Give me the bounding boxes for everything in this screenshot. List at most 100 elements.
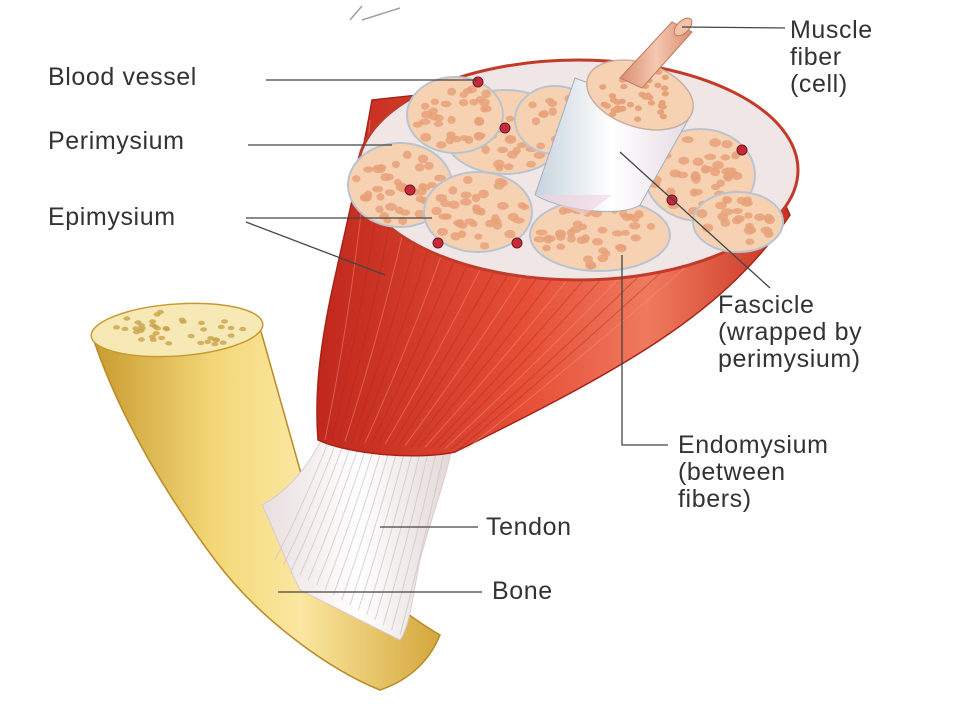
fiber-section — [448, 200, 460, 209]
fiber-section — [545, 235, 556, 242]
fiber-section — [437, 227, 449, 236]
fiber-section — [528, 101, 537, 109]
fiber-section — [440, 100, 452, 108]
fiber-section — [505, 115, 515, 122]
fiber-section — [611, 230, 624, 237]
fiber-section — [436, 141, 447, 149]
fiber-section — [646, 223, 656, 230]
bone-pore — [162, 326, 170, 331]
fiber-section — [380, 173, 392, 182]
fiber-section — [538, 110, 549, 118]
fiber-section — [506, 135, 515, 142]
fiber-section — [520, 203, 530, 211]
fiber-section — [616, 106, 625, 113]
fiber-section — [659, 113, 667, 120]
fiber-section — [428, 107, 438, 115]
blood-vessel — [432, 237, 444, 249]
fiber-section — [448, 186, 458, 195]
label-tendon: Tendon — [486, 513, 572, 541]
fiber-section — [582, 255, 594, 263]
fiber-section — [516, 142, 527, 149]
fiber-section — [535, 229, 548, 236]
fiber-section — [608, 93, 617, 99]
bone-pore — [198, 320, 205, 326]
fiber-section — [433, 114, 444, 122]
fiber-section — [661, 85, 669, 91]
fiber-section — [676, 171, 689, 179]
fiber-section — [438, 213, 450, 220]
label-muscle-fiber-line-2: fiber — [790, 43, 842, 71]
fiber-section — [479, 242, 490, 250]
fiber-section — [657, 103, 666, 109]
fiber-section — [661, 74, 669, 81]
fiber-section — [614, 244, 626, 251]
fiber-section — [556, 243, 566, 250]
fiber-section — [619, 209, 628, 218]
fiber-section — [440, 200, 452, 208]
fiber-section — [691, 188, 703, 196]
fiber-section — [363, 166, 374, 173]
fiber-section — [720, 154, 731, 161]
bone-pore — [132, 326, 140, 331]
fiber-section — [558, 206, 568, 215]
label-endomysium-line-1: Endomysium — [678, 431, 829, 459]
fiber-section — [460, 191, 472, 199]
fiber-section — [638, 91, 646, 98]
label-blood-vessel: Blood vessel — [48, 63, 197, 91]
bone-pore — [227, 325, 235, 331]
leader-muscle-fiber — [681, 26, 786, 29]
fiber-section — [434, 174, 446, 182]
fiber-section — [417, 154, 429, 164]
fiber-section — [415, 163, 425, 172]
label-fascicle: Fascicle (wrapped by perimysium) — [718, 292, 862, 373]
label-epimysium: Epimysium — [48, 203, 176, 231]
fiber-section — [463, 176, 473, 184]
fiber-section — [731, 152, 740, 160]
bone-pore — [158, 335, 166, 341]
fiber-section — [591, 237, 604, 246]
fiber-section — [420, 102, 430, 110]
fiber-section — [359, 195, 372, 202]
bone-pore — [197, 340, 205, 346]
fiber-section — [661, 90, 670, 97]
fiber-section — [504, 229, 516, 239]
fiber-section — [472, 206, 482, 215]
fiber-section — [630, 214, 640, 223]
fiber-section — [621, 229, 630, 236]
fiber-section — [447, 87, 457, 96]
fiber-section — [446, 131, 456, 138]
fiber-section — [690, 171, 700, 180]
fiber-section — [412, 121, 423, 128]
label-perimysium: Perimysium — [48, 127, 185, 155]
leader-epimysium-b — [245, 221, 386, 276]
fiber-section — [473, 131, 485, 141]
fiber-section — [384, 189, 396, 196]
fiber-section — [599, 84, 607, 90]
fiber-section — [566, 235, 576, 243]
bone-pore — [187, 333, 195, 339]
fiber-section — [482, 105, 492, 113]
fiber-section — [469, 220, 478, 228]
fiber-section — [398, 216, 408, 225]
fiber-section — [376, 193, 385, 201]
bone-pore — [239, 326, 247, 332]
fiber-section — [722, 195, 731, 203]
fiber-section — [542, 244, 551, 252]
fiber-section — [654, 82, 662, 89]
fiber-section — [721, 168, 730, 175]
bone-pore — [213, 337, 221, 343]
fiber-section — [646, 94, 654, 101]
label-fascicle-line-1: Fascicle — [718, 291, 815, 319]
bone-pore — [178, 317, 186, 322]
fiber-section — [416, 187, 427, 196]
fiber-section — [728, 167, 737, 176]
fiber-section — [481, 89, 491, 99]
bone-pore — [211, 341, 219, 347]
fiber-section — [464, 135, 474, 144]
fiber-section — [744, 212, 753, 219]
fiber-section — [548, 107, 557, 116]
fiber-section — [715, 201, 727, 210]
fiber-section — [375, 205, 384, 213]
fiber-section — [492, 221, 503, 230]
fiber-section — [424, 161, 434, 170]
